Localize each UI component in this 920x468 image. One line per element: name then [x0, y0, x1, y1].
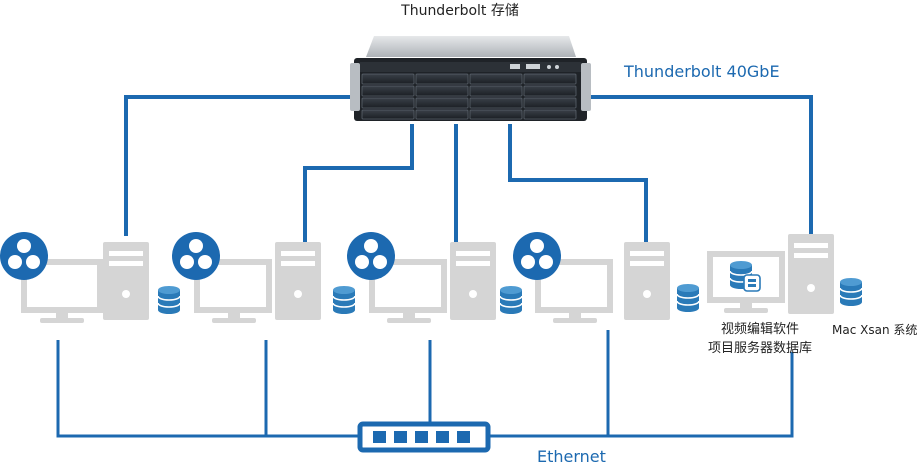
- tower: [788, 234, 834, 314]
- tower: [103, 242, 149, 320]
- mac-xsan-label: Mac Xsan 系统: [832, 323, 918, 337]
- tb-link-2: [303, 124, 414, 244]
- tb-link-1: [124, 95, 352, 236]
- ethernet-links: [56, 330, 794, 438]
- video-software-line2: 项目服务器数据库: [707, 341, 812, 356]
- database-icon: [499, 285, 523, 315]
- server-badge-icon: [743, 274, 761, 292]
- davinci-resolve-icon: [347, 232, 395, 280]
- workstation-3: [347, 232, 523, 323]
- project-server-monitor: [707, 251, 785, 313]
- video-software-label: 视频编辑软件 项目服务器数据库: [690, 320, 830, 358]
- database-icon: [839, 277, 863, 307]
- davinci-resolve-icon: [0, 232, 48, 280]
- tower: [624, 242, 670, 320]
- database-icon: [332, 285, 356, 315]
- ethernet-label: Ethernet: [537, 447, 606, 466]
- rack-storage-icon: [350, 36, 591, 121]
- storage-title: Thunderbolt 存储: [401, 3, 519, 19]
- davinci-resolve-icon: [172, 232, 220, 280]
- network-switch-icon: [357, 421, 491, 453]
- eth-bus-left: [56, 340, 362, 438]
- workstation-4: [513, 232, 700, 323]
- database-icon: [676, 283, 700, 313]
- davinci-resolve-icon: [513, 232, 561, 280]
- tower: [450, 242, 496, 320]
- tb-link-4: [508, 124, 648, 244]
- workstation-1: [0, 232, 181, 323]
- database-icon: [157, 285, 181, 315]
- mac-xsan-system: [788, 234, 863, 314]
- eth-bus-right: [487, 352, 794, 438]
- tower: [275, 242, 321, 320]
- video-software-line1: 视频编辑软件: [720, 322, 799, 337]
- thunderbolt-link-label: Thunderbolt 40GbE: [624, 62, 780, 81]
- thunderbolt-links: [124, 95, 813, 244]
- workstation-2: [172, 232, 356, 323]
- tb-link-5: [591, 95, 813, 236]
